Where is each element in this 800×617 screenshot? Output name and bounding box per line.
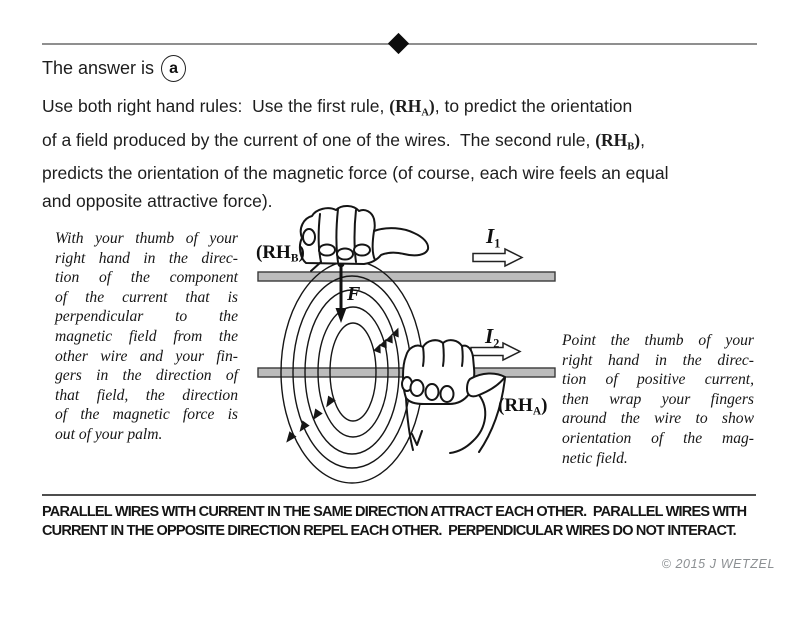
text-segment: (RH — [389, 96, 422, 116]
current-arrow-i2 — [470, 341, 522, 362]
current-i2-label: I2 — [485, 324, 499, 352]
text-line: of a field produced by the current of on… — [42, 127, 767, 161]
rh-b-label: (RHB) — [256, 242, 305, 265]
current-i1-label: I1 — [486, 224, 500, 252]
answer-line: The answer is a — [42, 55, 187, 82]
text-segment: ) — [634, 129, 641, 150]
copyright-notice: © 2015 J WETZEL — [661, 557, 775, 571]
text-line: of the magnetic force is — [55, 406, 238, 424]
answer-text: The answer is — [42, 58, 155, 78]
text-segment: ) — [298, 242, 305, 263]
text-line: of the current that is — [55, 288, 238, 306]
current-arrow-i1 — [472, 247, 524, 268]
text-segment: , to predict the orientation — [434, 96, 633, 116]
text-line: that field, the direction — [55, 386, 238, 404]
text-segment: B — [627, 141, 635, 153]
text-segment: I — [486, 224, 495, 248]
text-line: then wrap your fingers — [562, 390, 754, 408]
text-line: other wire and your fin- — [55, 347, 238, 365]
text-segment: I — [485, 324, 494, 348]
text-line: Point the thumb of your — [562, 332, 754, 349]
text-segment: Use both right hand rules: Use the first… — [42, 96, 390, 116]
text-segment: ) — [428, 96, 435, 116]
text-line: netic field. — [562, 449, 628, 467]
text-segment: 1 — [494, 236, 501, 251]
text-line: around the wire to show — [562, 410, 754, 428]
text-segment: (RH — [256, 242, 291, 263]
text-segment: B — [290, 252, 299, 265]
text-line: With your thumb of your — [55, 230, 238, 247]
text-segment: (RH — [498, 395, 533, 416]
left-note: With your thumb of your right hand in the… — [55, 229, 238, 445]
text-segment: ) — [541, 395, 548, 416]
top-wire — [257, 271, 556, 282]
text-segment: (RH — [595, 129, 628, 150]
text-line: PARALLEL WIRES WITH CURRENT IN THE SAME … — [42, 504, 747, 520]
text-segment: A — [421, 107, 429, 119]
rh-a-label: (RHA) — [498, 395, 547, 418]
text-segment: and opposite attractive force). — [42, 190, 273, 211]
text-line: Use both right hand rules: Use the first… — [42, 93, 767, 127]
text-segment: of a field produced by the current of on… — [42, 129, 596, 150]
text-line: orientation of the mag- — [562, 429, 754, 447]
text-line: right hand in the direc- — [55, 249, 238, 267]
text-line: out of your palm. — [55, 425, 163, 443]
text-line: perpendicular to the — [55, 308, 238, 326]
text-line: and opposite attractive force). — [42, 188, 767, 215]
text-segment: , — [640, 129, 645, 150]
text-line: magnetic field from the — [55, 327, 238, 345]
text-line: tion of the component — [55, 269, 238, 287]
field-arrowheads-left — [286, 395, 336, 443]
explanation-paragraph: Use both right hand rules: Use the first… — [42, 93, 767, 215]
bottom-hand-illustration — [401, 339, 506, 454]
text-line: predicts the orientation of the magnetic… — [42, 160, 767, 187]
summary-statement: PARALLEL WIRES WITH CURRENT IN THE SAME … — [42, 503, 767, 542]
field-arrowheads-right — [373, 327, 399, 354]
text-segment: predicts the orientation of the magnetic… — [42, 163, 669, 184]
top-hand-illustration — [298, 205, 430, 272]
text-segment: 2 — [493, 336, 500, 351]
text-line: CURRENT IN THE OPPOSITE DIRECTION REPEL … — [42, 523, 737, 540]
text-line: tion of positive current, — [562, 371, 754, 389]
answer-choice-badge: a — [161, 55, 187, 82]
force-f-label: F — [347, 283, 361, 305]
text-line: right hand in the direc- — [562, 351, 754, 369]
text-line: gers in the direction of — [55, 367, 238, 385]
bottom-divider-line — [42, 494, 756, 496]
text-segment: A — [532, 405, 542, 418]
right-note: Point the thumb of your right hand in the… — [562, 331, 754, 468]
